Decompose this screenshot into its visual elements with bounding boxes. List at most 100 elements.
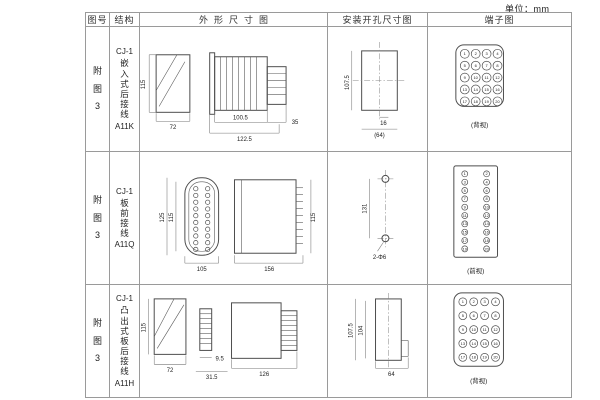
svg-text:11: 11 xyxy=(483,327,487,332)
outline-svg-a11q: 125 115 105 xyxy=(160,177,317,273)
svg-text:7: 7 xyxy=(484,313,486,318)
side-view xyxy=(231,302,298,359)
outline-svg-a11h: 115 72 9.5 xyxy=(141,298,298,381)
outline-drawing-a11k: 115 72 xyxy=(140,27,328,152)
mount-hole-bottom xyxy=(381,234,390,243)
install-dimensions: 107.5 16 (64) xyxy=(345,50,398,139)
dim-depth-terminal: 35 xyxy=(292,120,299,126)
svg-text:12: 12 xyxy=(495,75,499,80)
code-label: A11K xyxy=(115,121,134,131)
side-dimensions: 126 xyxy=(231,351,298,378)
install-drawing-a11q: 131 2-Φ6 xyxy=(328,152,428,285)
dim-inner-height: 115 xyxy=(169,212,175,222)
dim-height: 115 xyxy=(141,79,147,89)
terminal-body xyxy=(453,292,504,367)
dim-cutout-width: (64) xyxy=(374,133,385,139)
structure-text: 嵌入式后接线 xyxy=(120,58,129,120)
svg-text:11: 11 xyxy=(463,213,467,218)
svg-text:13: 13 xyxy=(463,221,468,226)
dim-outer-height: 125 xyxy=(160,212,166,223)
svg-text:5: 5 xyxy=(464,63,467,68)
dim-width: 72 xyxy=(167,368,174,374)
side-view xyxy=(209,52,287,115)
front-dimensions: 115 72 xyxy=(141,298,187,374)
svg-text:20: 20 xyxy=(484,246,489,251)
svg-text:10: 10 xyxy=(472,327,477,332)
mount-hole-top xyxy=(381,174,390,183)
structure-text: 板前接线 xyxy=(120,197,129,239)
svg-text:16: 16 xyxy=(495,87,500,92)
view-caption: (背视) xyxy=(470,376,487,385)
svg-text:14: 14 xyxy=(473,87,478,92)
svg-text:20: 20 xyxy=(493,355,498,360)
svg-text:10: 10 xyxy=(484,205,489,210)
svg-text:13: 13 xyxy=(461,341,466,346)
dim-depth-total: 122.5 xyxy=(237,137,253,143)
dim-offset: 16 xyxy=(380,121,387,127)
header-outline: 外形尺寸图 xyxy=(140,13,328,27)
svg-text:19: 19 xyxy=(484,99,489,104)
front-plate-view xyxy=(184,177,220,256)
svg-text:12: 12 xyxy=(484,213,488,218)
svg-text:17: 17 xyxy=(463,238,467,243)
structure-text: 凸出式板后接线 xyxy=(120,305,129,377)
header-structure: 结构 xyxy=(110,13,140,27)
dim-cutout-height: 107.5 xyxy=(345,74,351,90)
svg-text:15: 15 xyxy=(463,230,468,235)
plate-dimensions: 125 115 105 xyxy=(160,177,219,273)
hole-note: 2-Φ6 xyxy=(373,255,387,261)
svg-text:14: 14 xyxy=(472,341,477,346)
header-fig-no: 图号 xyxy=(86,13,110,27)
svg-text:7: 7 xyxy=(464,196,466,201)
outline-drawing-a11q: 125 115 105 xyxy=(140,152,328,285)
svg-text:6: 6 xyxy=(485,188,488,193)
svg-text:19: 19 xyxy=(463,246,468,251)
svg-text:15: 15 xyxy=(482,341,487,346)
terminal-body xyxy=(453,165,499,258)
dim-plate-width: 105 xyxy=(197,267,208,273)
install-dimensions: 131 2-Φ6 xyxy=(363,178,387,261)
svg-text:16: 16 xyxy=(484,230,489,235)
svg-text:4: 4 xyxy=(494,299,497,304)
dim-depth: 156 xyxy=(264,267,275,273)
svg-text:2: 2 xyxy=(475,51,477,56)
view-caption: (背视) xyxy=(471,120,488,129)
model-label: CJ-1 xyxy=(116,294,133,304)
svg-text:3: 3 xyxy=(464,180,467,185)
svg-text:5: 5 xyxy=(462,313,465,318)
plate-terminals xyxy=(193,186,211,252)
outline-svg-a11k: 115 72 xyxy=(141,52,299,143)
svg-text:18: 18 xyxy=(473,99,478,104)
svg-text:2: 2 xyxy=(473,299,475,304)
svg-text:3: 3 xyxy=(484,299,487,304)
svg-text:10: 10 xyxy=(473,75,478,80)
dim-height: 107.5 xyxy=(349,322,355,338)
svg-text:6: 6 xyxy=(473,313,476,318)
svg-text:5: 5 xyxy=(464,188,467,193)
outline-drawing-a11h: 115 72 9.5 xyxy=(140,285,328,398)
svg-text:9: 9 xyxy=(464,75,467,80)
svg-text:12: 12 xyxy=(493,327,497,332)
svg-text:14: 14 xyxy=(484,221,489,226)
svg-text:1: 1 xyxy=(464,51,466,56)
header-install: 安装开孔尺寸图 xyxy=(328,13,428,27)
svg-text:13: 13 xyxy=(463,87,468,92)
terminal-body xyxy=(455,44,504,107)
model-label: CJ-1 xyxy=(116,186,133,196)
side-dimensions: 156 115 xyxy=(234,179,317,273)
dim-depth: 126 xyxy=(259,372,270,378)
svg-text:6: 6 xyxy=(475,63,478,68)
header-terminal: 端子图 xyxy=(428,13,572,27)
model-label: CJ-1 xyxy=(116,47,133,57)
terminal-comb xyxy=(199,308,213,351)
svg-text:16: 16 xyxy=(493,341,498,346)
svg-text:18: 18 xyxy=(484,238,489,243)
